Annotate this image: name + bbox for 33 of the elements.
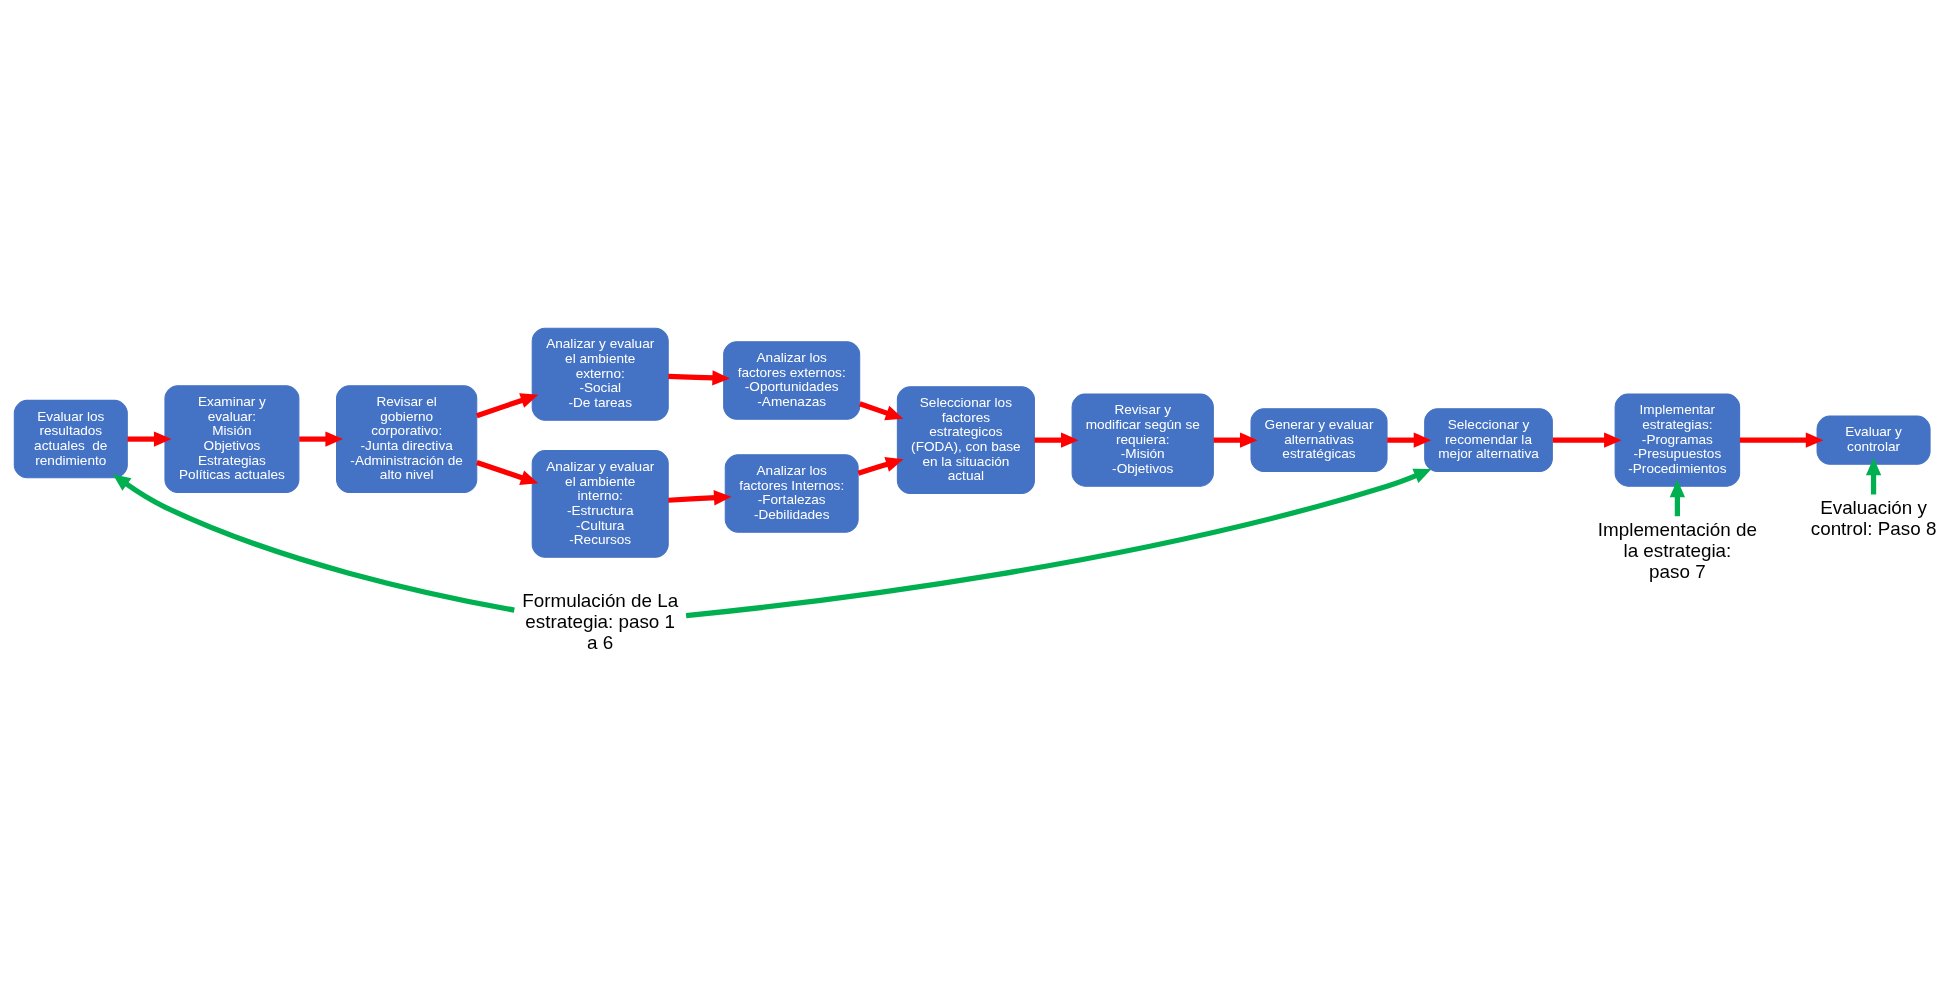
arrow: [476, 392, 539, 418]
arrow: [1034, 432, 1079, 448]
node-box: Implementar estrategias: -Programas -Presupuestos -Procedimientos: [1614, 393, 1741, 487]
node-box: Examinar y evaluar: Misión Objetivos Estrategias Políticas actuales: [164, 384, 300, 493]
arrow: [112, 473, 515, 613]
arrow: [668, 369, 730, 386]
node-box: Revisar y modificar según se requiera: -Misión -Objetivos: [1071, 393, 1214, 487]
node-box: Analizar los factores Internos: -Fortalezas -Debilidades: [724, 453, 859, 533]
arrow: [1387, 432, 1432, 448]
arrow: [127, 430, 172, 447]
node-box: Analizar los factores externos: -Oportunidades -Amenazas: [723, 340, 861, 420]
arrow: [476, 459, 539, 485]
node-box: Analizar y evaluar el ambiente interno: -Estructura -Cultura -Recursos: [531, 449, 669, 558]
arrow: [1213, 432, 1258, 448]
node-box: Seleccionar y recomendar la mejor alternativa: [1424, 407, 1553, 472]
node-text: Formulación de La estrategia: paso 1 a 6: [522, 589, 679, 653]
node-box: Evaluar los resultados actuales de rendimiento: [13, 399, 128, 478]
arrow: [1739, 432, 1824, 448]
node-box: Generar y evaluar alternativas estratégicas: [1250, 407, 1388, 472]
node-box: Seleccionar los factores estrategicos (FODA), con base en la situación actual: [896, 385, 1035, 494]
arrow: [668, 489, 732, 505]
arrow: [1552, 432, 1622, 448]
arrow: [858, 400, 904, 420]
arrow: [299, 430, 343, 447]
node-text: Evaluación y control: Paso 8: [1810, 496, 1937, 539]
arrow: [857, 456, 904, 476]
node-box: Revisar el gobierno corporativo: -Junta directiva -Administración de alto nivel: [336, 384, 478, 493]
node-box: Analizar y evaluar el ambiente externo: -Social -De tareas: [531, 327, 669, 421]
node-text: Implementación de la estrategia: paso 7: [1597, 518, 1757, 582]
arrow: [685, 468, 1432, 618]
arrow: [1865, 457, 1882, 494]
node-box: Evaluar y controlar: [1816, 415, 1931, 465]
arrow: [1669, 479, 1686, 516]
